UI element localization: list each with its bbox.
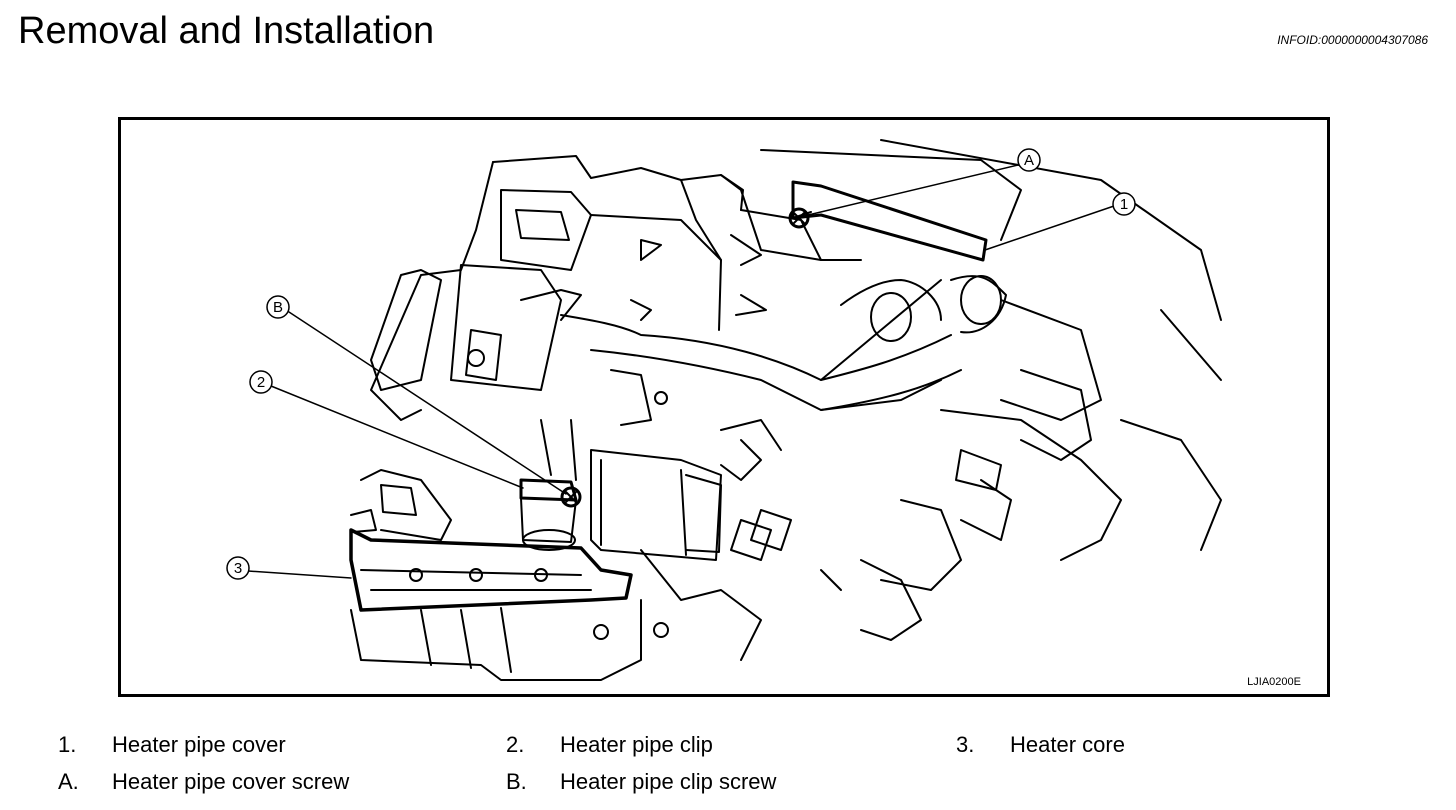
- callout-b: [266, 295, 290, 319]
- callout-a-label: A: [1024, 152, 1034, 169]
- callout-3-label: 3: [234, 560, 242, 577]
- legend-key: A.: [58, 769, 79, 794]
- legend-text: Heater pipe cover: [112, 732, 286, 757]
- page-title: Removal and Installation: [18, 10, 435, 52]
- callout-2-label: 2: [257, 374, 265, 391]
- info-id: INFOID:0000000004307086: [1277, 33, 1428, 47]
- callout-leader-lines: [247, 164, 1115, 579]
- legend-key: 2.: [506, 732, 525, 757]
- callout-b-label: B: [273, 299, 283, 316]
- legend-text: Heater pipe cover screw: [112, 769, 350, 794]
- legend-key: 1.: [58, 732, 77, 757]
- legend-key: 3.: [956, 732, 975, 757]
- callout-a: [1017, 148, 1041, 172]
- legend-text: Heater pipe clip: [560, 732, 713, 757]
- legend-text: Heater pipe clip screw: [560, 769, 777, 794]
- callout-2: [249, 370, 273, 394]
- figure-code: LJIA0200E: [1247, 676, 1301, 688]
- callout-circles: [226, 148, 1136, 580]
- hvac-housing-drawing: [349, 139, 1222, 681]
- callout-1: [1112, 192, 1136, 216]
- callout-1-label: 1: [1120, 196, 1128, 213]
- legend-key: B.: [506, 769, 527, 794]
- callout-3: [226, 556, 250, 580]
- legend-text: Heater core: [1010, 732, 1125, 757]
- diagram-frame: A 1 B 2 3 LJIA0200E: [118, 117, 1330, 697]
- heater-core-illustration: A 1 B 2 3: [226, 139, 1222, 681]
